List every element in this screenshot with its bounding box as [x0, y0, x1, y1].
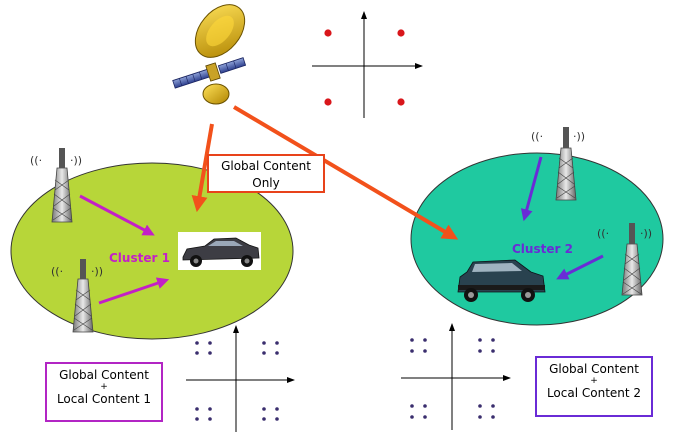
tower-arrow-cluster2-bottom — [556, 254, 604, 280]
local-content-2-plus: + — [590, 376, 598, 386]
car-icon — [178, 232, 261, 270]
satellite-icon — [172, 4, 247, 105]
satellite-arrow-cluster1 — [191, 123, 214, 213]
constellation-bottom-left — [186, 325, 295, 432]
svg-text:·)): ·)) — [70, 154, 82, 167]
global-content-line2: Only — [252, 176, 280, 190]
local-content-2-line1: Global Content — [549, 362, 639, 376]
tower-arrow-cluster2-top — [520, 156, 543, 222]
local-content-2-line3: Local Content 2 — [546, 386, 642, 400]
svg-text:((·: ((· — [51, 265, 63, 278]
svg-text:·)): ·)) — [573, 130, 585, 143]
global-content-line1: Global Content — [221, 159, 311, 173]
local-content-1-line3: Local Content 1 — [56, 392, 152, 406]
tower-icon-right-bottom: ((· ·)) — [597, 223, 652, 296]
tower-arrow-cluster1-top — [79, 194, 155, 236]
constellation-bottom-right — [401, 323, 511, 430]
satellite-arrow-cluster2 — [232, 105, 459, 240]
svg-text:((·: ((· — [531, 130, 543, 143]
cluster-1-label: Cluster 1 — [109, 251, 170, 265]
local-content-1-line1: Global Content — [59, 368, 149, 382]
suv-icon — [457, 259, 546, 302]
tower-icon-right-top: ((· ·)) — [531, 127, 585, 201]
local-content-2-box: Global Content + Local Content 2 — [535, 356, 653, 417]
local-content-1-plus: + — [100, 382, 108, 392]
tower-icon-left-top: ((· ·)) — [30, 148, 82, 223]
cluster-2-area — [410, 152, 664, 326]
tower-arrow-cluster1-bottom — [98, 277, 170, 305]
svg-text:·)): ·)) — [640, 227, 652, 240]
constellation-top — [312, 11, 423, 118]
global-content-box: Global Content Only — [207, 154, 325, 193]
svg-text:((·: ((· — [597, 227, 609, 240]
local-content-1-box: Global Content + Local Content 1 — [45, 362, 163, 422]
svg-text:·)): ·)) — [91, 265, 103, 278]
tower-icon-left-bottom: ((· ·)) — [51, 259, 103, 333]
svg-text:((·: ((· — [30, 154, 42, 167]
cluster-2-label: Cluster 2 — [512, 242, 573, 256]
